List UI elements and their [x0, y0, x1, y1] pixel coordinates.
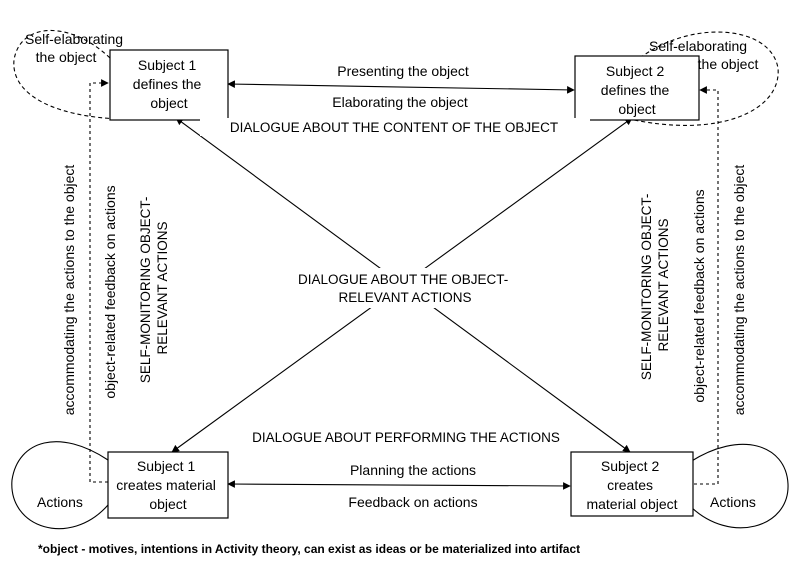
actions-label-right: Actions — [710, 494, 756, 510]
planning-feedback-arrow — [227, 480, 571, 490]
left-dashed-feedback-path — [89, 79, 109, 483]
presenting-elaborating-arrow — [227, 80, 575, 94]
self-elaborating-loop-right — [624, 31, 779, 126]
self-elaborating-label-right: Self-elaborating the object — [649, 38, 758, 72]
subject1-creates-label: Subject 1 creates material object — [116, 458, 219, 512]
elaborating-label: Elaborating the object — [332, 94, 468, 110]
feedback-label: Feedback on actions — [348, 494, 477, 510]
self-elaborating-label-left: Self-elaborating the object — [25, 31, 127, 65]
subject2-creates-label: Subject 2 creates material object — [586, 458, 677, 512]
right-self-monitoring-label: SELF-MONITORING OBJECT- RELEVANT ACTIONS — [639, 190, 671, 380]
right-feedback-label: object-related feedback on actions — [691, 189, 707, 402]
performing-dialogue-caption: DIALOGUE ABOUT PERFORMING THE ACTIONS — [252, 430, 560, 445]
left-feedback-label: object-related feedback on actions — [102, 185, 118, 398]
subject1-creates-box — [107, 451, 229, 519]
left-accommodating-label: accommodating the actions to the object — [61, 165, 77, 416]
subject1-defines-box — [109, 49, 229, 121]
left-self-monitoring-label: SELF-MONITORING OBJECT- RELEVANT ACTIONS — [138, 193, 170, 383]
subject2-defines-label: Subject 2 defines the object — [601, 63, 673, 117]
actions-loop-right — [689, 443, 789, 529]
presenting-label: Presenting the object — [337, 63, 469, 79]
content-dialogue-caption: DIALOGUE ABOUT THE CONTENT OF THE OBJECT — [230, 120, 558, 135]
actions-label-left: Actions — [37, 494, 83, 510]
right-dashed-feedback-path — [676, 86, 719, 485]
footnote: *object - motives, intentions in Activit… — [38, 542, 581, 556]
subject2-defines-box — [574, 55, 700, 121]
planning-label: Planning the actions — [350, 462, 476, 478]
object-relevant-dialogue-caption: DIALOGUE ABOUT THE OBJECT- RELEVANT ACTI… — [298, 272, 512, 305]
self-elaborating-loop-left — [13, 29, 163, 120]
right-accommodating-label: accommodating the actions to the object — [731, 165, 747, 416]
actions-loop-left — [11, 441, 109, 530]
subject2-creates-box — [570, 451, 694, 517]
subject1-defines-label: Subject 1 defines the object — [133, 57, 205, 111]
